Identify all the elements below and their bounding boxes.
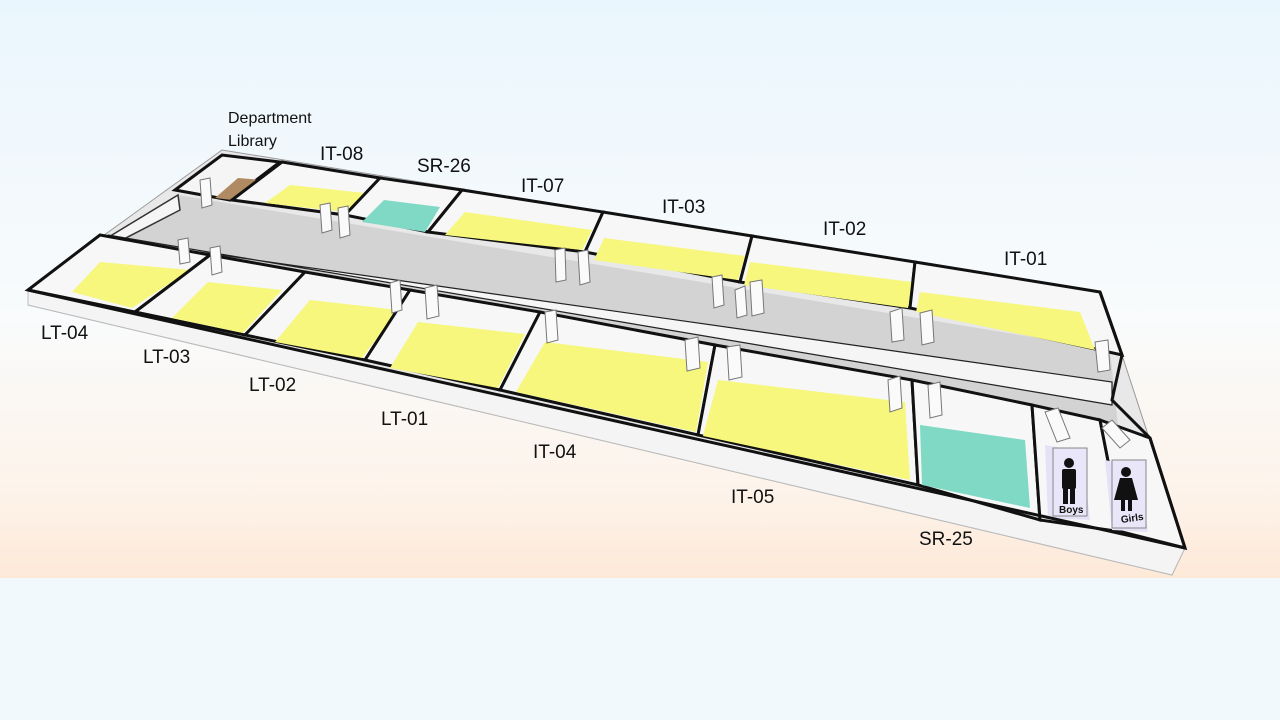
library-label-line2: Library: [228, 133, 277, 150]
boys-sign: Boys: [1052, 447, 1088, 517]
room-label-lt-03: LT-03: [143, 347, 191, 368]
girls-label: Girls: [1120, 512, 1145, 526]
room-label-it-05: IT-05: [731, 487, 775, 508]
sr-26-floor: [362, 200, 440, 232]
it-05-floor: [703, 380, 910, 480]
room-label-it-04: IT-04: [533, 442, 577, 463]
lt-01-floor: [390, 322, 525, 388]
room-label-lt-04: LT-04: [41, 323, 89, 344]
doors: [177, 177, 1131, 449]
it-01-floor: [916, 292, 1095, 350]
it-08-floor: [265, 185, 365, 212]
room-label-it-08: IT-08: [320, 144, 364, 165]
sr-25-floor: [920, 425, 1030, 508]
it-02-floor: [744, 262, 912, 308]
girls-sign: Girls: [1111, 459, 1147, 529]
it-04-floor: [516, 342, 708, 432]
library-label-line1: Department: [228, 110, 312, 127]
room-label-it-03: IT-03: [662, 197, 706, 218]
woman-icon: [1114, 467, 1138, 511]
boys-label: Boys: [1059, 505, 1084, 516]
outer-front-edge: [27, 288, 1186, 550]
room-label-lt-02: LT-02: [249, 375, 297, 396]
room-label-it-01: IT-01: [1004, 249, 1048, 270]
department-library-label: Department Library: [228, 107, 338, 153]
room-label-sr-25: SR-25: [919, 529, 973, 550]
room-label-sr-26: SR-26: [417, 156, 471, 177]
lt-04-floor: [72, 262, 190, 308]
lt-03-floor: [172, 282, 282, 333]
it-03-floor: [594, 238, 745, 280]
room-label-it-02: IT-02: [823, 219, 867, 240]
man-icon: [1062, 458, 1076, 504]
library-floor: [215, 178, 262, 200]
it-07-floor: [445, 212, 592, 250]
lt-02-floor: [275, 300, 398, 358]
outer-right-wall: [1098, 291, 1187, 549]
room-label-it-07: IT-07: [521, 176, 565, 197]
room-label-lt-01: LT-01: [381, 409, 429, 430]
